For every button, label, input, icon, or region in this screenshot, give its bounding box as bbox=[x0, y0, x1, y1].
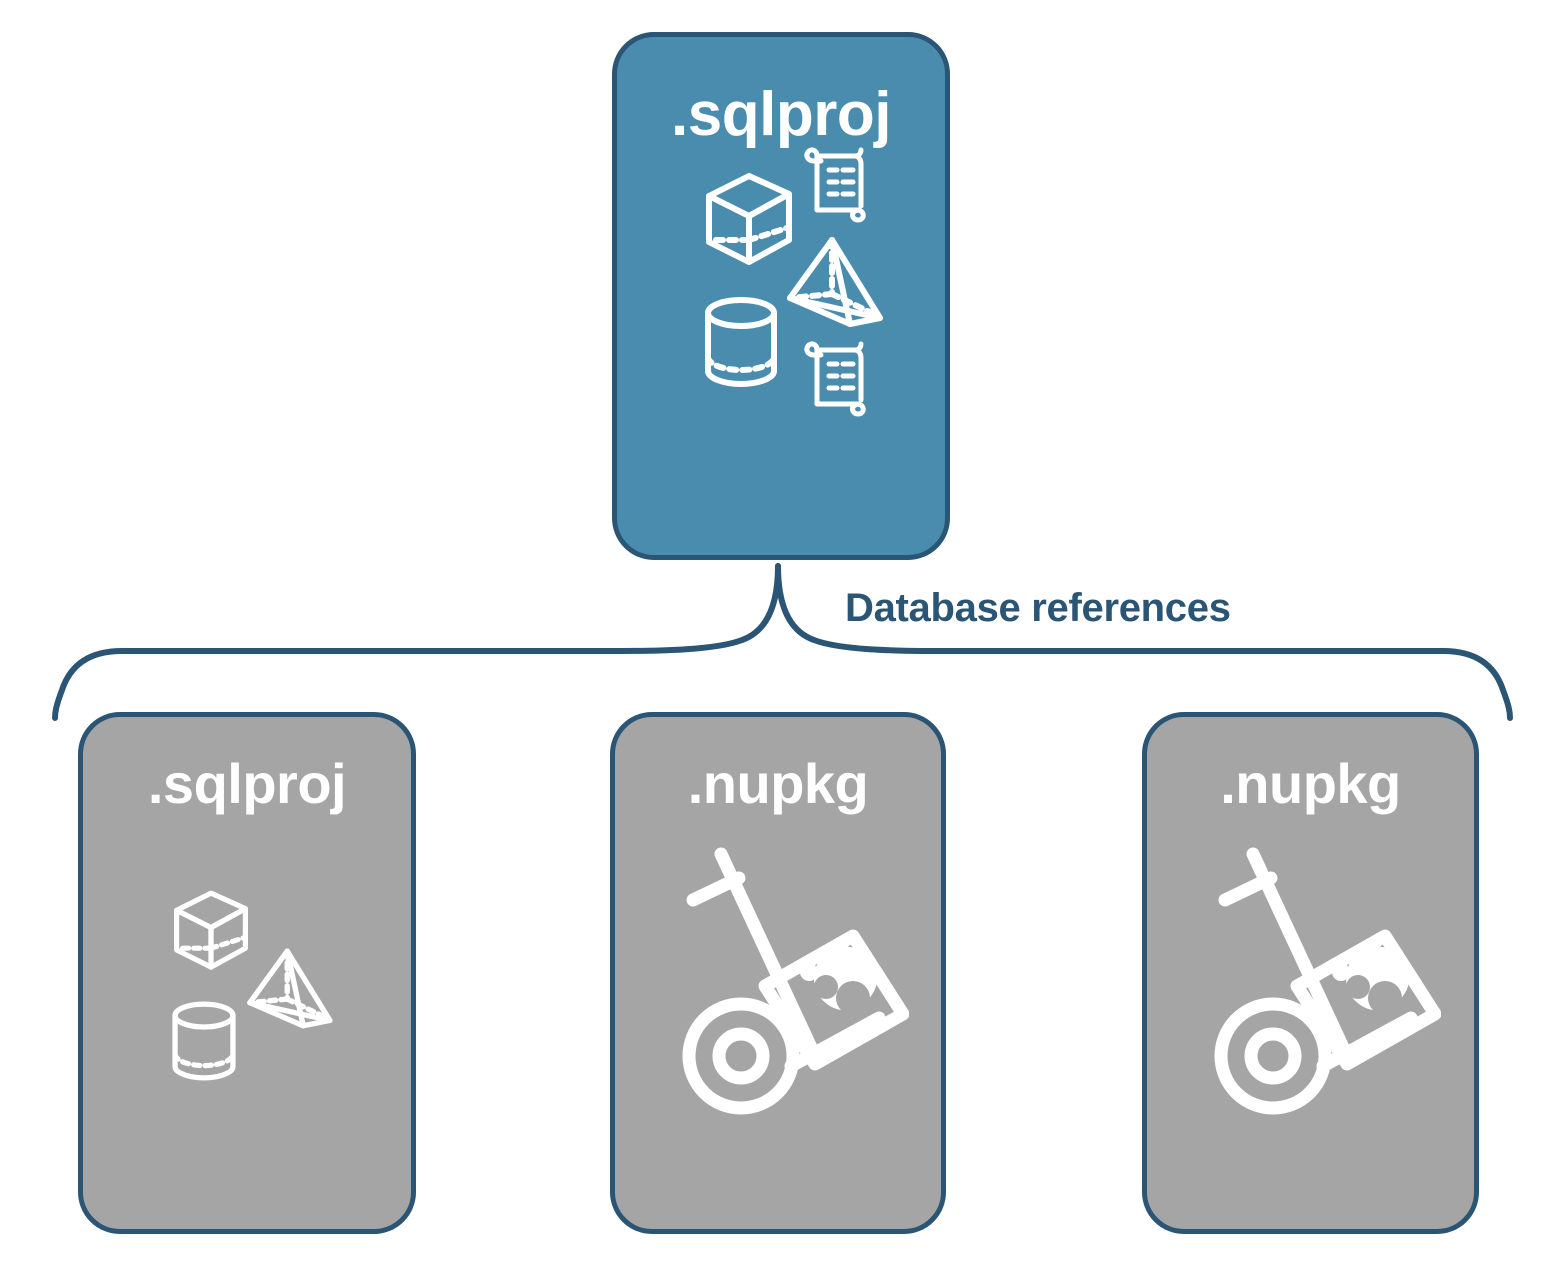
node-reference-label: .nupkg bbox=[1220, 752, 1401, 815]
node-reference-nupkg[interactable]: .nupkg bbox=[610, 712, 946, 1234]
connector-label: Database references bbox=[845, 586, 1231, 630]
scroll-icon bbox=[804, 147, 866, 223]
cube-icon bbox=[706, 173, 792, 265]
node-root-sqlproj[interactable]: .sqlproj bbox=[612, 32, 950, 560]
node-reference-sqlproj[interactable]: .sqlproj bbox=[78, 712, 416, 1234]
hand-truck-package-icon bbox=[682, 847, 909, 1115]
node-reference-label: .sqlproj bbox=[147, 752, 347, 815]
pyramid-icon bbox=[247, 948, 333, 1029]
node-reference-icon-group bbox=[1147, 816, 1474, 1229]
pyramid-icon bbox=[787, 237, 883, 327]
node-reference-icon-group bbox=[615, 816, 941, 1229]
cylinder-icon bbox=[705, 297, 777, 387]
cylinder-icon bbox=[172, 1001, 236, 1081]
node-reference-icon-group bbox=[83, 816, 411, 1229]
hand-truck-package-icon bbox=[1214, 847, 1441, 1115]
node-reference-nupkg[interactable]: .nupkg bbox=[1142, 712, 1479, 1234]
cube-icon bbox=[174, 890, 248, 970]
scroll-icon bbox=[804, 341, 866, 417]
node-root-label: .sqlproj bbox=[671, 80, 891, 149]
node-reference-label: .nupkg bbox=[687, 752, 869, 815]
node-root-icon-group bbox=[617, 147, 945, 555]
